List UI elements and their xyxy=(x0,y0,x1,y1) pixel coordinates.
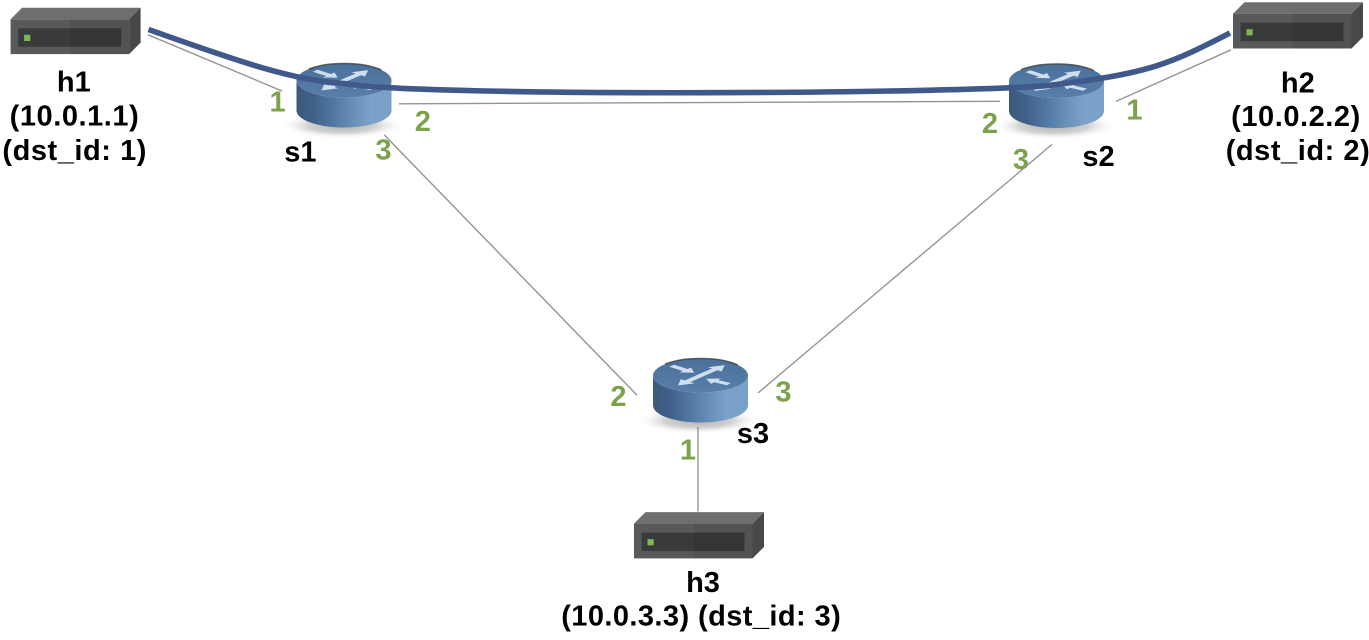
svg-text:h1: h1 xyxy=(57,67,91,99)
svg-text:s3: s3 xyxy=(737,418,769,450)
svg-text:3: 3 xyxy=(375,135,391,167)
svg-text:3: 3 xyxy=(775,377,791,409)
svg-text:s1: s1 xyxy=(284,137,316,169)
svg-text:(dst_id: 2): (dst_id: 2) xyxy=(1226,135,1369,167)
svg-text:(10.0.3.3) (dst_id: 3): (10.0.3.3) (dst_id: 3) xyxy=(561,601,841,633)
svg-text:2: 2 xyxy=(982,108,998,140)
svg-text:h3: h3 xyxy=(686,567,720,599)
svg-text:2: 2 xyxy=(610,381,626,413)
svg-text:1: 1 xyxy=(1126,95,1142,127)
svg-text:3: 3 xyxy=(1013,144,1029,176)
svg-text:1: 1 xyxy=(270,87,286,119)
svg-text:2: 2 xyxy=(415,106,431,138)
svg-text:(10.0.2.2): (10.0.2.2) xyxy=(1231,101,1361,133)
svg-text:h2: h2 xyxy=(1281,67,1315,99)
svg-text:s2: s2 xyxy=(1082,141,1114,173)
svg-text:(dst_id: 1): (dst_id: 1) xyxy=(2,135,147,167)
svg-text:1: 1 xyxy=(680,435,696,467)
svg-text:(10.0.1.1): (10.0.1.1) xyxy=(10,101,140,133)
